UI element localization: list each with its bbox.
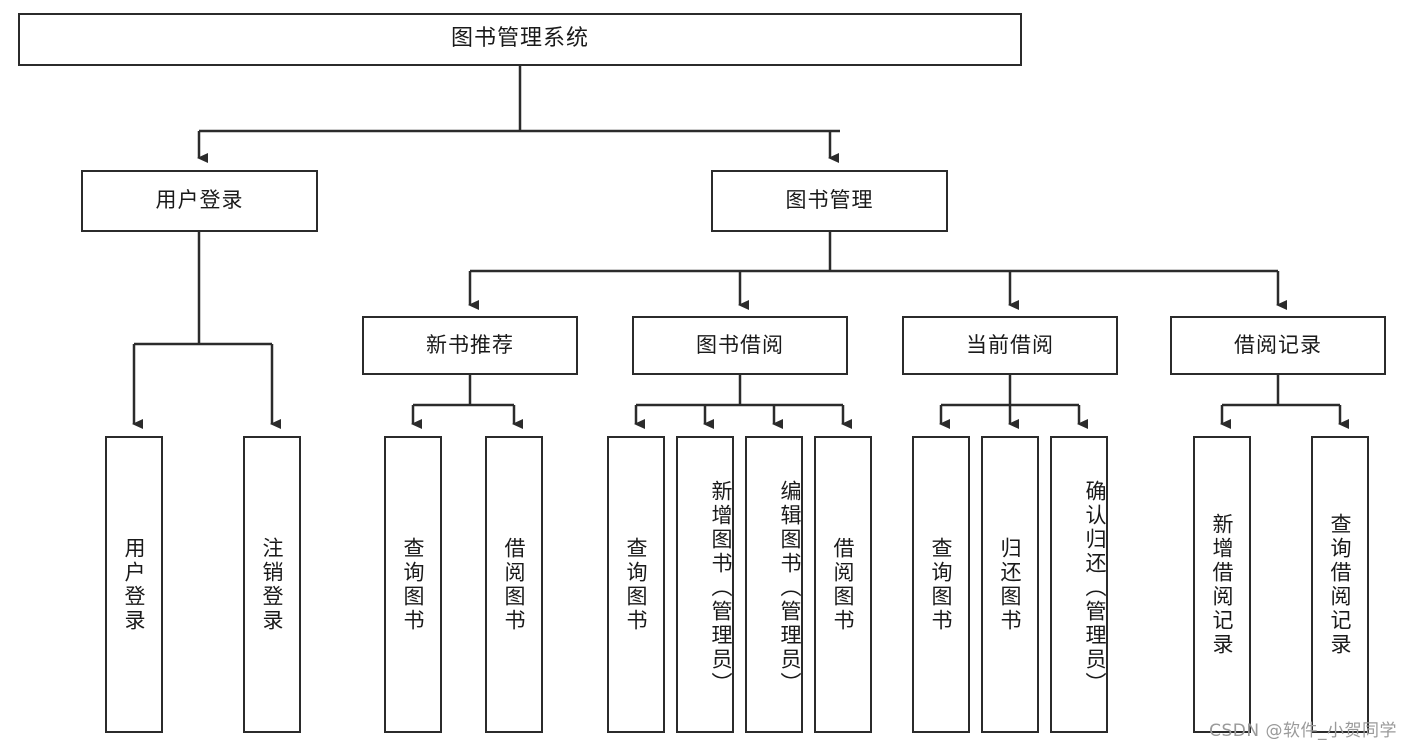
node-book-borrow[interactable]: 图书借阅 <box>632 316 848 375</box>
node-current-borrow[interactable]: 当前借阅 <box>902 316 1118 375</box>
node-user-login[interactable]: 用户登录 <box>81 170 318 232</box>
node-leaf-add-record[interactable]: 新增借阅记录 <box>1193 436 1251 733</box>
node-leaf-add-book[interactable]: 新增图书（管理员） <box>676 436 734 733</box>
node-leaf-confirm-return[interactable]: 确认归还（管理员） <box>1050 436 1108 733</box>
node-leaf-user-login[interactable]: 用户登录 <box>105 436 163 733</box>
node-leaf-borrow-book-1[interactable]: 借阅图书 <box>485 436 543 733</box>
node-leaf-query-record[interactable]: 查询借阅记录 <box>1311 436 1369 733</box>
node-new-book-rec[interactable]: 新书推荐 <box>362 316 578 375</box>
node-borrow-record[interactable]: 借阅记录 <box>1170 316 1386 375</box>
node-leaf-edit-book[interactable]: 编辑图书（管理员） <box>745 436 803 733</box>
watermark-text: CSDN @软件_小贺同学 <box>1209 721 1397 741</box>
node-leaf-logout-login[interactable]: 注销登录 <box>243 436 301 733</box>
node-leaf-return-book[interactable]: 归还图书 <box>981 436 1039 733</box>
node-leaf-query-book-1[interactable]: 查询图书 <box>384 436 442 733</box>
node-book-manage[interactable]: 图书管理 <box>711 170 948 232</box>
node-leaf-query-book-2[interactable]: 查询图书 <box>607 436 665 733</box>
node-root[interactable]: 图书管理系统 <box>18 13 1022 66</box>
node-leaf-borrow-book-2[interactable]: 借阅图书 <box>814 436 872 733</box>
node-leaf-query-book-3[interactable]: 查询图书 <box>912 436 970 733</box>
